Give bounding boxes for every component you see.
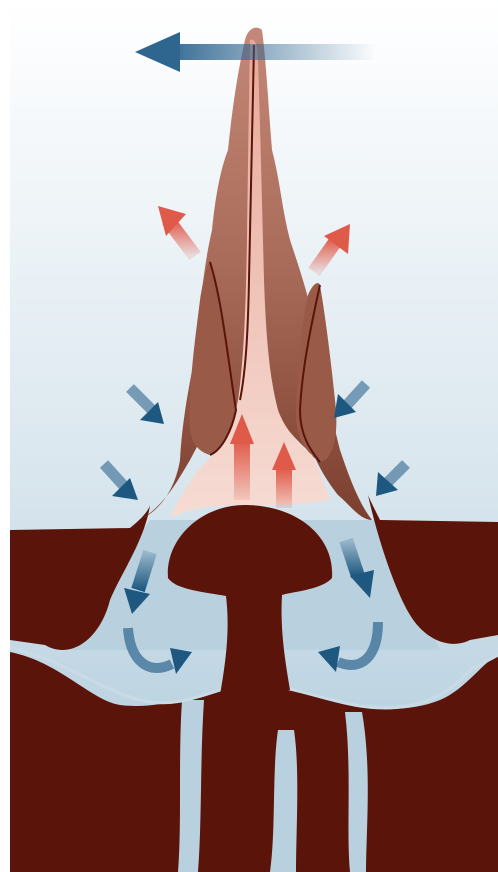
wind-arrow-shaft — [160, 44, 375, 60]
arrow-up-icon — [276, 468, 292, 508]
arrow-up-icon — [234, 440, 250, 500]
